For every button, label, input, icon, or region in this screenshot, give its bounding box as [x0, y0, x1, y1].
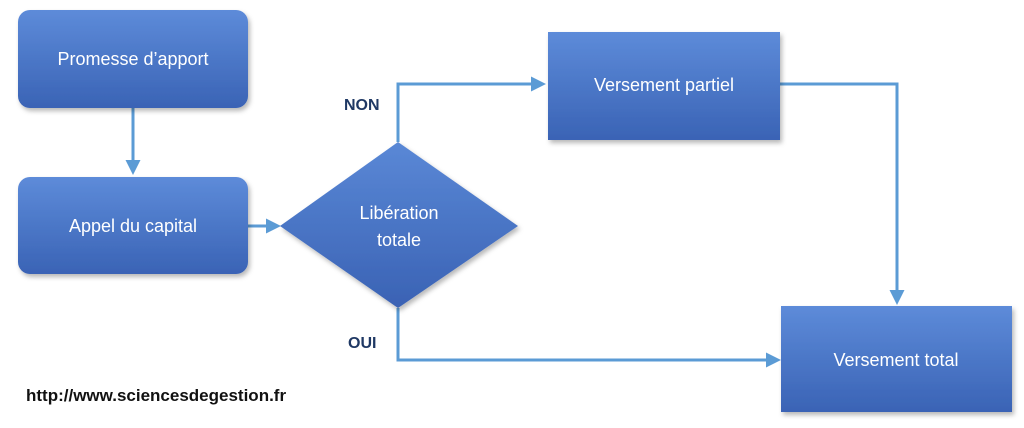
- arrow-oui-to-total: [396, 308, 781, 368]
- node-versement-total: Versement total: [781, 306, 1012, 412]
- connectors: [125, 76, 905, 368]
- branch-label-oui: OUI: [348, 335, 376, 352]
- arrow-partiel-to-total: [780, 82, 905, 305]
- decision-label-line2: totale: [377, 230, 421, 250]
- node-promesse-label: Promesse d’apport: [57, 49, 208, 69]
- arrow-non-to-partiel: [396, 76, 546, 142]
- branch-label-non: NON: [344, 97, 380, 114]
- source-url: http://www.sciencesdegestion.fr: [26, 386, 287, 405]
- node-partiel-label: Versement partiel: [594, 75, 734, 95]
- node-appel-label: Appel du capital: [69, 216, 197, 236]
- decision-label-line1: Libération: [359, 203, 438, 223]
- node-versement-partiel: Versement partiel: [548, 32, 780, 140]
- node-decision-liberation: Libération totale: [280, 142, 518, 308]
- node-promesse-apport: Promesse d’apport: [18, 10, 248, 108]
- node-total-label: Versement total: [833, 350, 958, 370]
- node-appel-capital: Appel du capital: [18, 177, 248, 274]
